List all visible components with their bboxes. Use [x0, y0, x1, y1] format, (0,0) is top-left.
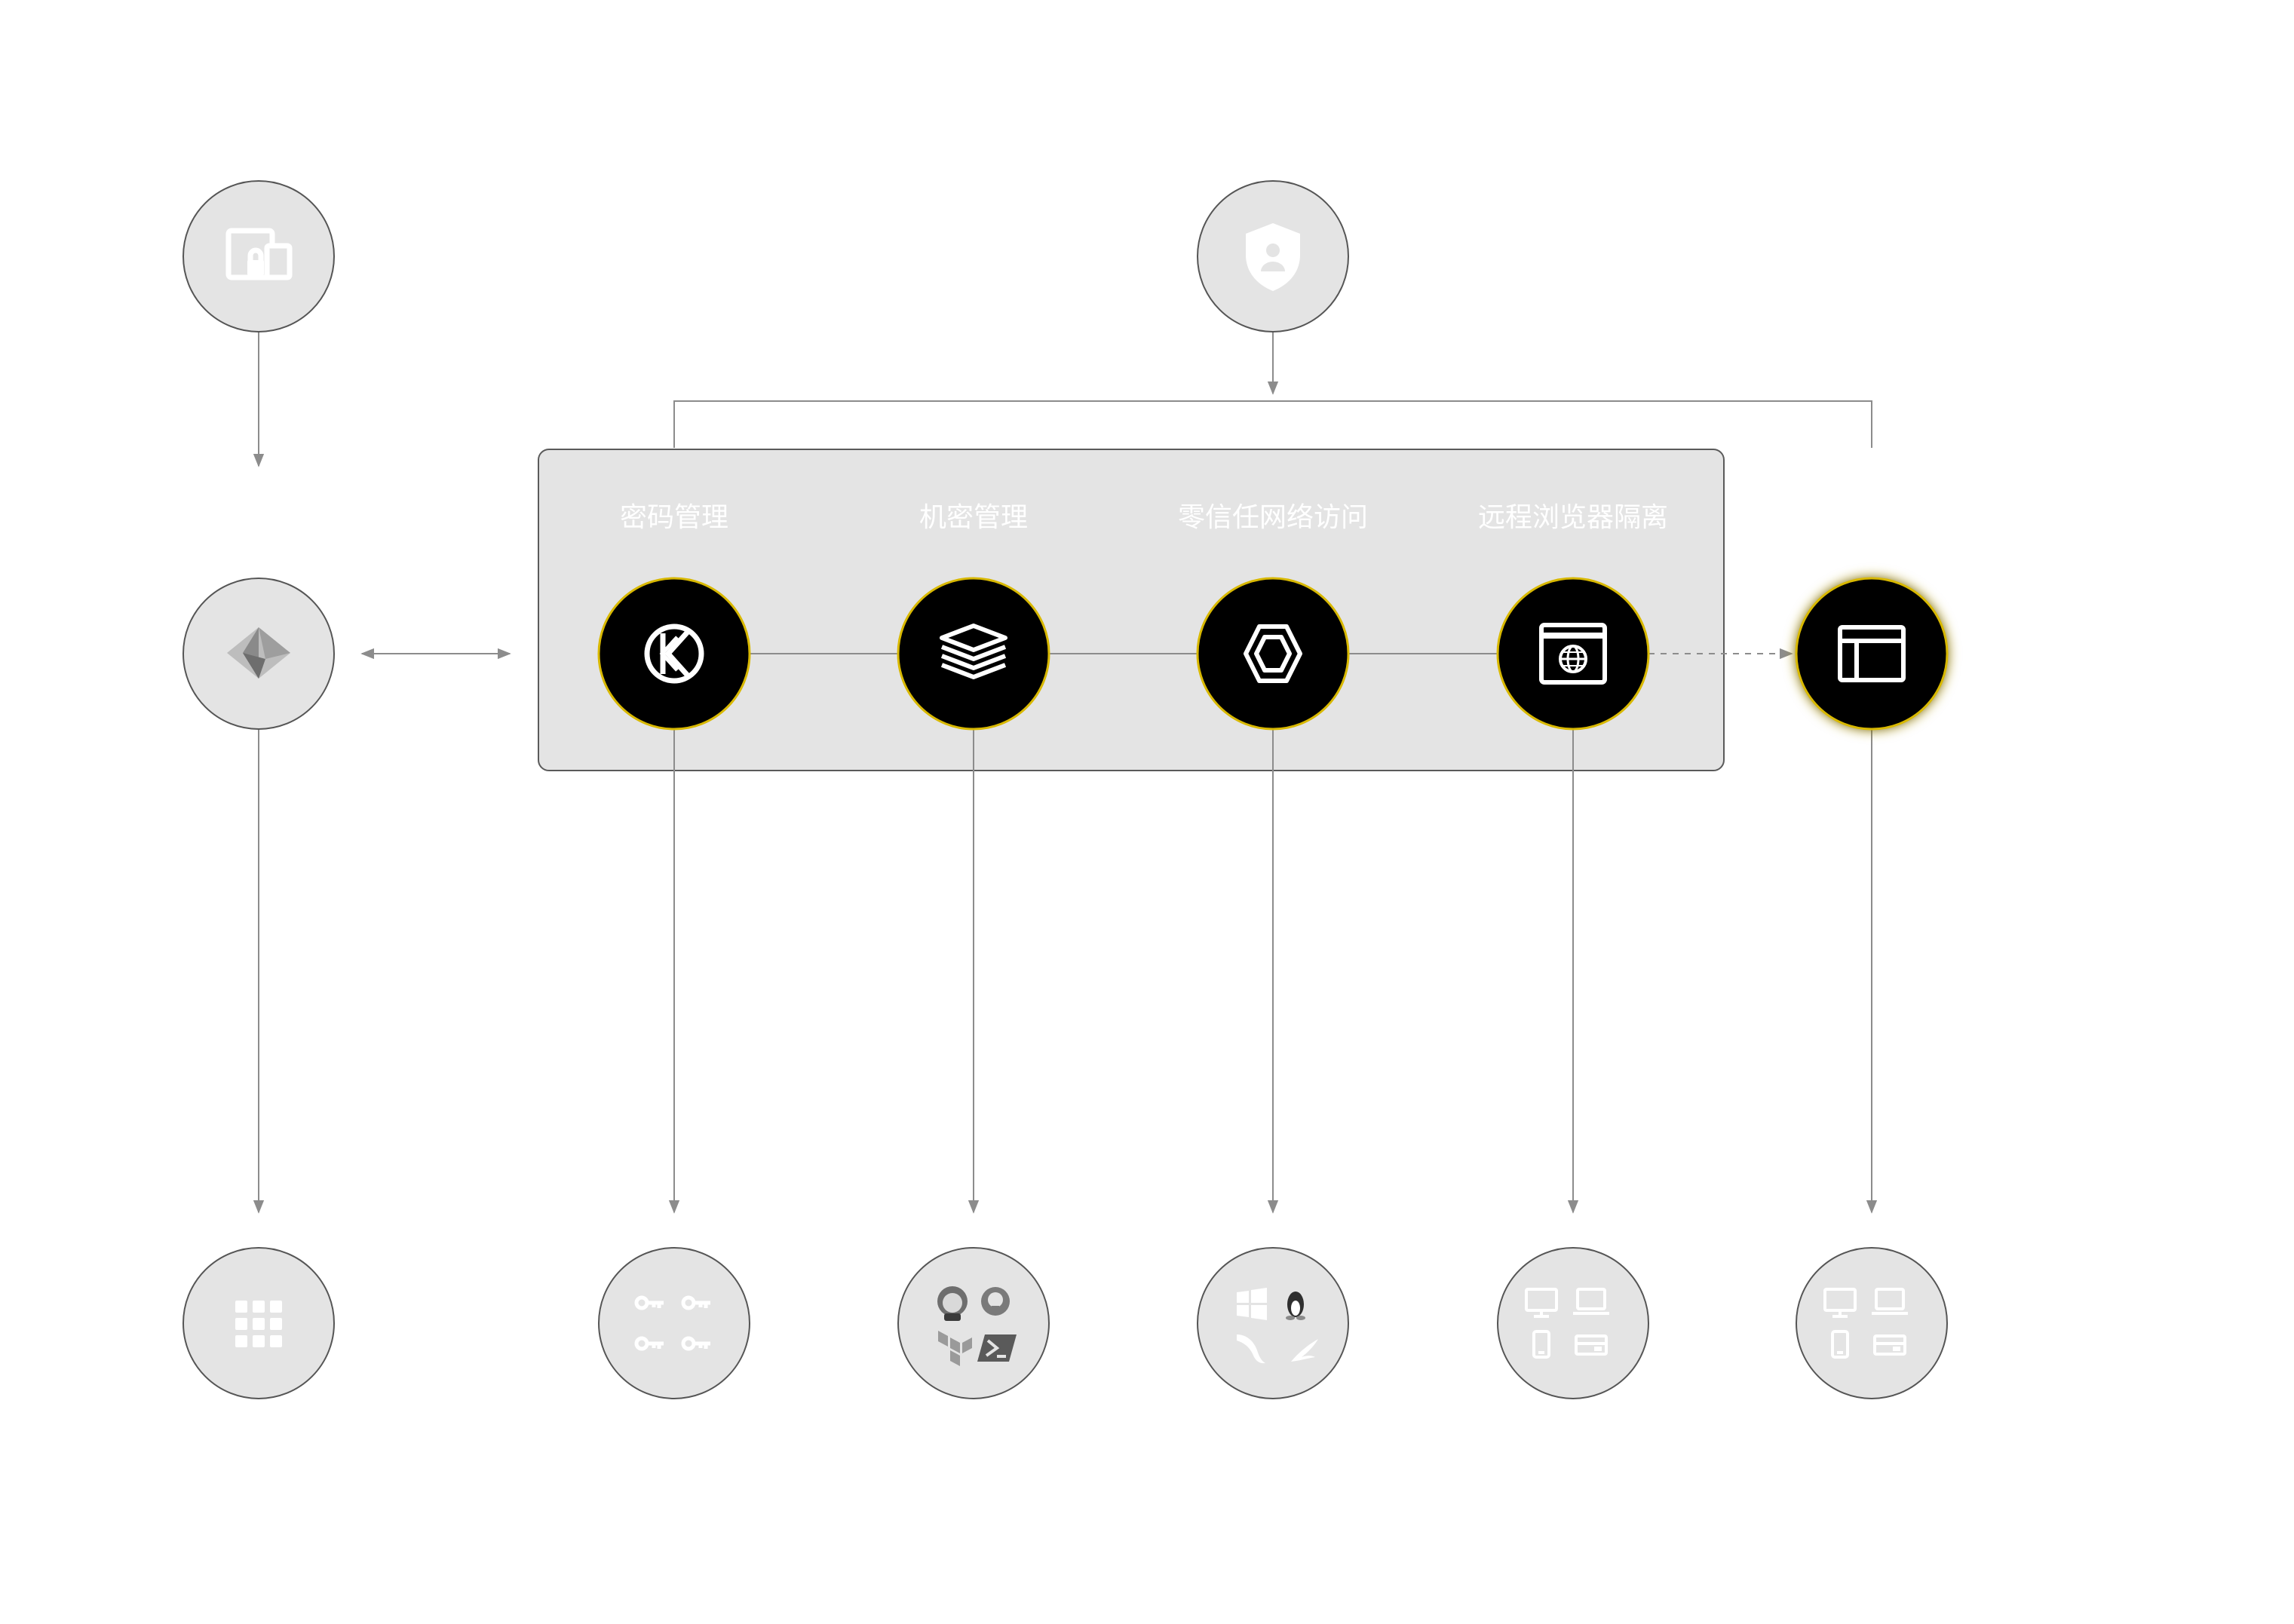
identity-provider-node[interactable] [182, 578, 335, 730]
os-database-icon [1237, 1288, 1318, 1364]
identity-connectors [253, 332, 511, 1214]
label-secrets-management: 机密管理 [919, 502, 1028, 533]
remote-browser-isolation-node[interactable] [1496, 577, 1650, 731]
keys-icon [634, 1295, 710, 1351]
apps-grid-icon [235, 1301, 282, 1347]
keeper-logo-icon [644, 624, 704, 684]
keeper-password-manager-node[interactable] [597, 577, 751, 731]
product-drops [668, 730, 1878, 1214]
browser-window-icon [1838, 625, 1906, 682]
browser-window-node[interactable] [1795, 577, 1949, 731]
endpoint-devices-icon [1525, 1288, 1609, 1359]
secrets-manager-node[interactable] [897, 577, 1050, 731]
devops-tools-node[interactable] [897, 1247, 1050, 1399]
devops-tools-icon [937, 1286, 1017, 1366]
devices-node[interactable] [182, 180, 335, 332]
browser-globe-icon [1539, 623, 1607, 685]
endpoints-node-2[interactable] [1796, 1247, 1948, 1399]
azure-ad-icon [227, 627, 290, 679]
devices-lock-icon [225, 228, 293, 280]
zero-trust-hexagon-icon [1244, 624, 1302, 683]
policy-bracket [673, 332, 1872, 448]
infrastructure-node[interactable] [1197, 1247, 1349, 1399]
secrets-stack-icon [940, 624, 1007, 679]
label-password-management: 密码管理 [620, 502, 728, 533]
endpoint-devices-icon [1823, 1288, 1908, 1359]
endpoints-node-1[interactable] [1497, 1247, 1649, 1399]
applications-node[interactable] [182, 1247, 335, 1399]
policy-node[interactable] [1197, 180, 1349, 332]
label-zero-trust-network-access: 零信任网络访问 [1178, 502, 1368, 533]
platform-panel [538, 449, 1725, 771]
shield-user-icon [1246, 223, 1300, 291]
label-remote-browser-isolation: 远程浏览器隔离 [1478, 502, 1668, 533]
zero-trust-node[interactable] [1196, 577, 1350, 731]
credentials-node[interactable] [598, 1247, 750, 1399]
